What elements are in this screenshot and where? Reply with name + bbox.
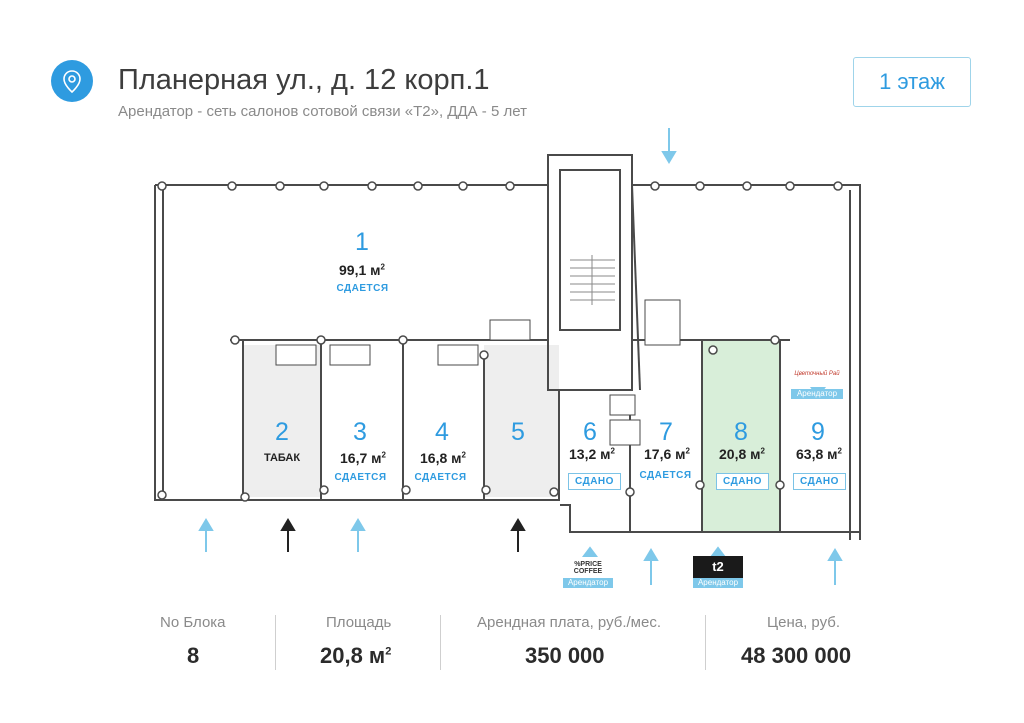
unit-8-area: 20,8 м2 — [719, 446, 765, 462]
unit-4-number: 4 — [435, 418, 449, 446]
unit-1-status: СДАЕТСЯ — [336, 283, 389, 294]
left-wall — [154, 185, 243, 501]
bottom-wall-2 — [560, 504, 860, 533]
unit-8-highlight — [702, 340, 780, 532]
price-label: Цена, руб. — [767, 614, 841, 631]
price-coffee-tenant-tag: Арендатор — [563, 578, 613, 588]
page-title: Планерная ул., д. 12 корп.1 — [118, 64, 490, 96]
unit-9-status: СДАНО — [793, 473, 846, 490]
unit-7-status: СДАЕТСЯ — [639, 470, 692, 481]
unit-2-number: 2 — [275, 418, 289, 446]
t2-tenant-tag: Арендатор — [693, 578, 743, 588]
unit-7-area: 17,6 м2 — [644, 446, 690, 462]
core-right — [631, 184, 641, 391]
unit-2-label: ТАБАК — [263, 452, 301, 464]
block-number-value: 8 — [187, 643, 200, 668]
page-subtitle: Арендатор - сеть салонов сотовой связи «… — [118, 103, 527, 120]
stats-divider-2 — [440, 615, 441, 670]
unit-3-area: 16,7 м2 — [340, 450, 386, 466]
unit-8-number: 8 — [734, 418, 748, 446]
unit-3-status: СДАЕТСЯ — [334, 472, 387, 483]
stair-inner — [559, 169, 621, 331]
unit-6-number: 6 — [583, 418, 597, 446]
area-value: 20,8 м2 — [320, 643, 392, 668]
unit-5-shade — [484, 345, 559, 497]
unit-9-area: 63,8 м2 — [796, 446, 842, 462]
rent-label: Арендная плата, руб./мес. — [477, 614, 661, 631]
unit-7-number: 7 — [659, 418, 673, 446]
rent-value: 350 000 — [525, 643, 605, 668]
unit-3-number: 3 — [353, 418, 367, 446]
location-pin-icon — [51, 60, 93, 102]
unit-6-status: СДАНО — [568, 473, 621, 490]
unit-4-area: 16,8 м2 — [420, 450, 466, 466]
t2-logo: t2 — [693, 556, 743, 578]
unit-9-number: 9 — [811, 418, 825, 446]
area-label: Площадь — [326, 614, 392, 631]
block-number-label: No Блока — [160, 614, 226, 631]
floor-button[interactable]: 1 этаж — [853, 57, 971, 107]
stair-core — [547, 154, 633, 391]
unit-9-tenant-logo: Цветочный Рай — [794, 371, 840, 377]
stats-divider-3 — [705, 615, 706, 670]
unit-2-shade — [243, 345, 321, 497]
unit-4-status: СДАЕТСЯ — [414, 472, 467, 483]
unit-6-area: 13,2 м2 — [569, 446, 615, 462]
unit-9-tenant-tag: Арендатор — [791, 389, 843, 399]
price-value: 48 300 000 — [741, 643, 852, 668]
stats-divider-1 — [275, 615, 276, 670]
price-coffee-logo: %PRICE COFFEE — [573, 561, 603, 575]
unit-8-status: СДАНО — [716, 473, 769, 490]
unit-1-area: 99,1 м2 — [339, 262, 385, 278]
unit-1-number: 1 — [355, 228, 369, 256]
unit-5-number: 5 — [511, 418, 525, 446]
